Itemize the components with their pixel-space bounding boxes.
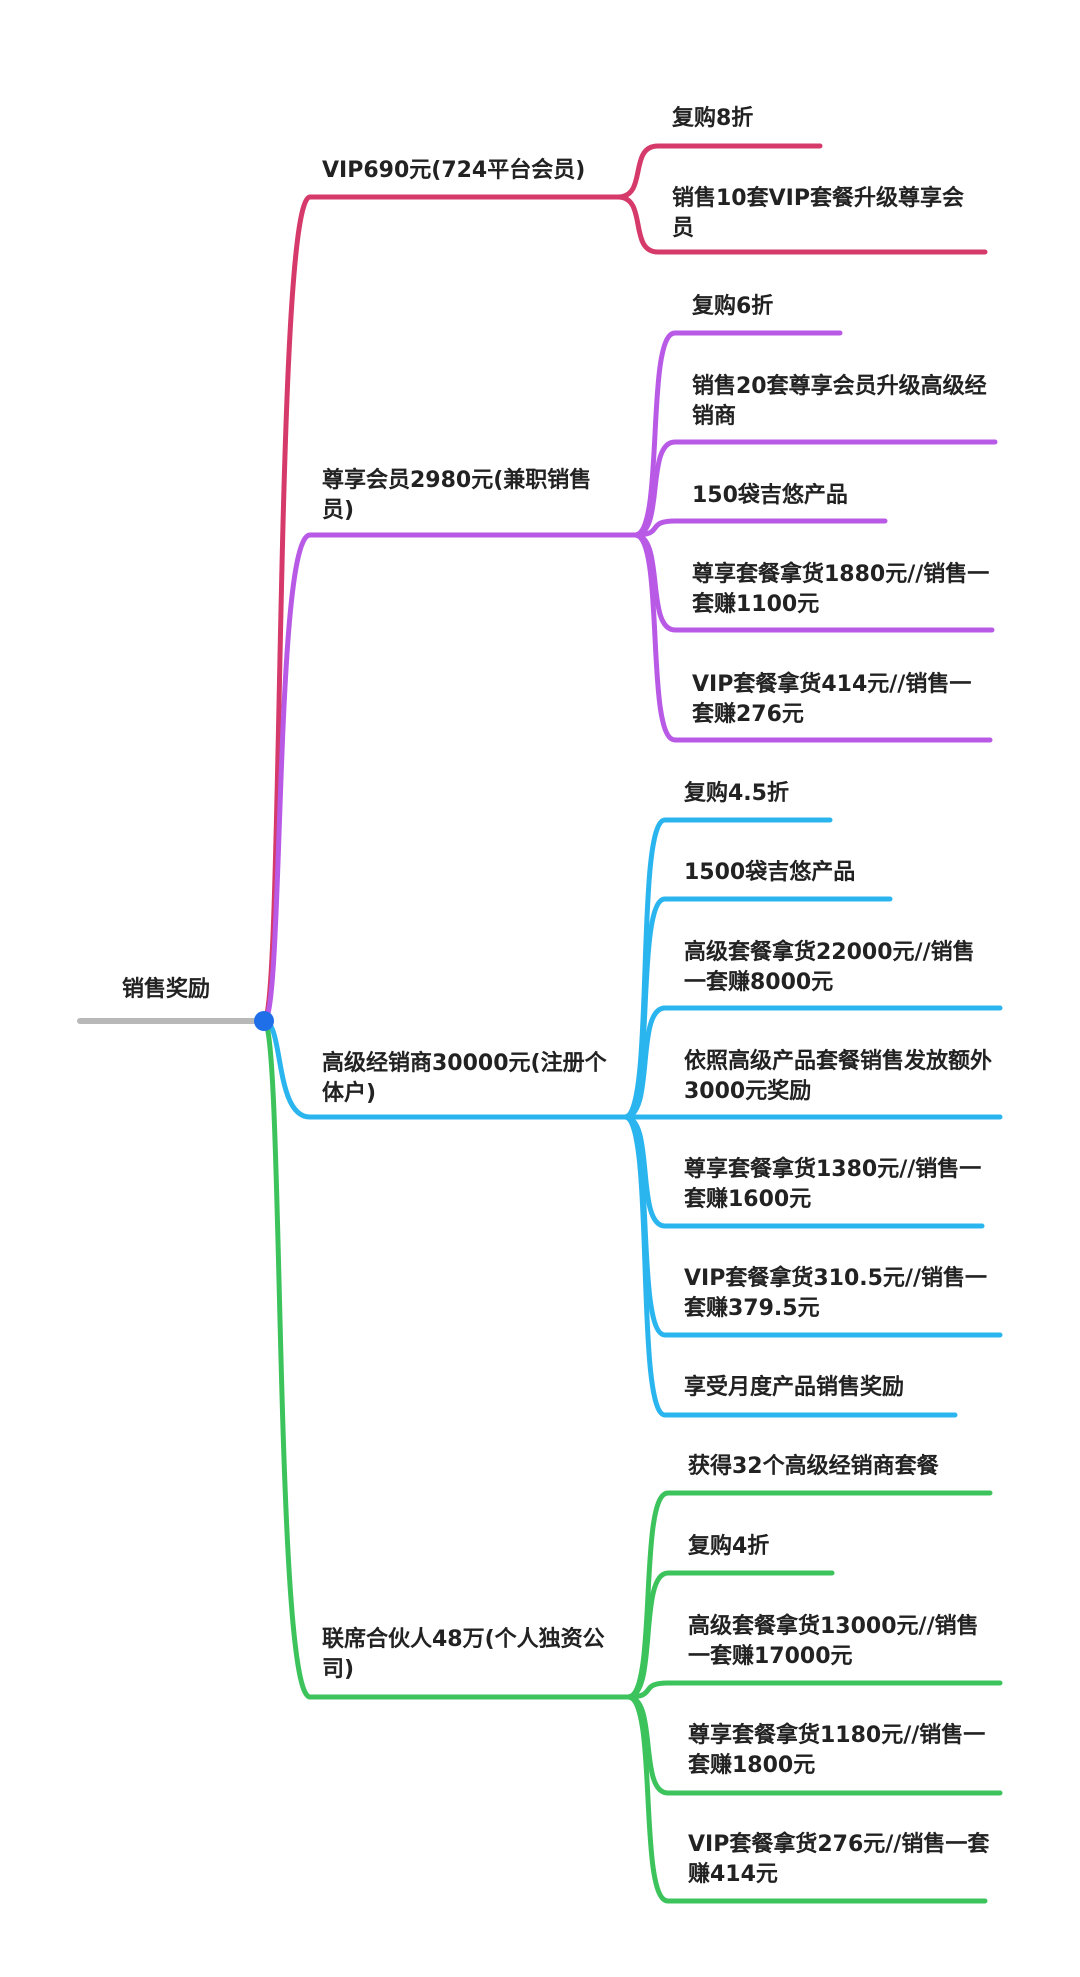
- leaf-zunxiang-2[interactable]: 150袋吉悠产品: [692, 483, 848, 508]
- leaf-lianxi-3[interactable]: 尊享套餐拿货1180元//销售一套赚1800元: [688, 1723, 986, 1778]
- leaf-connector-zunxiang-0: [632, 330, 843, 538]
- leaf-connector-lianxi-4: [625, 1694, 988, 1904]
- leaf-gaoji-5[interactable]: VIP套餐拿货310.5元//销售一套赚379.5元: [684, 1266, 987, 1321]
- leaf-connector-gaoji-2: [622, 1005, 1003, 1120]
- leaf-zunxiang-4[interactable]: VIP套餐拿货414元//销售一套赚276元: [692, 672, 972, 727]
- leaf-connector-gaoji-6: [622, 1114, 958, 1418]
- leaf-connector-zunxiang-2: [632, 518, 888, 538]
- branch-connector-vip: [261, 194, 313, 1024]
- branch-label-gaoji[interactable]: 高级经销商30000元(注册个体户): [322, 1051, 607, 1106]
- leaf-gaoji-6[interactable]: 享受月度产品销售奖励: [684, 1375, 905, 1400]
- leaf-connector-vip-1: [615, 194, 988, 255]
- leaf-gaoji-0[interactable]: 复购4.5折: [684, 781, 789, 806]
- leaf-zunxiang-1[interactable]: 销售20套尊享会员升级高级经销商: [692, 374, 987, 429]
- root-label[interactable]: 销售奖励: [122, 977, 211, 1002]
- branch-label-lianxi[interactable]: 联席合伙人48万(个人独资公司): [322, 1627, 605, 1682]
- leaf-lianxi-2[interactable]: 高级套餐拿货13000元//销售一套赚17000元: [688, 1614, 979, 1669]
- leaf-vip-0[interactable]: 复购8折: [672, 106, 754, 131]
- leaf-lianxi-4[interactable]: VIP套餐拿货276元//销售一套赚414元: [688, 1832, 990, 1887]
- leaf-connector-zunxiang-1: [632, 439, 998, 538]
- leaf-zunxiang-3[interactable]: 尊享套餐拿货1880元//销售一套赚1100元: [692, 562, 990, 617]
- leaf-connector-zunxiang-4: [632, 532, 993, 743]
- leaf-gaoji-2[interactable]: 高级套餐拿货22000元//销售一套赚8000元: [684, 940, 975, 995]
- leaf-connector-lianxi-2: [625, 1680, 1003, 1700]
- leaf-connector-lianxi-1: [625, 1570, 835, 1700]
- branch-connector-zunxiang: [261, 532, 313, 1024]
- branch-connector-lianxi: [261, 1018, 313, 1700]
- root-node-dot[interactable]: [254, 1011, 274, 1031]
- leaf-vip-1[interactable]: 销售10套VIP套餐升级尊享会员: [672, 186, 964, 241]
- leaf-gaoji-4[interactable]: 尊享套餐拿货1380元//销售一套赚1600元: [684, 1157, 982, 1212]
- leaf-lianxi-0[interactable]: 获得32个高级经销商套餐: [688, 1454, 939, 1479]
- branch-label-vip[interactable]: VIP690元(724平台会员): [322, 158, 586, 183]
- leaf-gaoji-1[interactable]: 1500袋吉悠产品: [684, 860, 856, 885]
- leaf-lianxi-1[interactable]: 复购4折: [688, 1534, 770, 1559]
- leaf-zunxiang-0[interactable]: 复购6折: [692, 294, 774, 319]
- leaf-gaoji-3[interactable]: 依照高级产品套餐销售发放额外3000元奖励: [684, 1049, 993, 1104]
- branch-label-zunxiang[interactable]: 尊享会员2980元(兼职销售员): [322, 468, 592, 523]
- leaf-connector-vip-0: [615, 143, 823, 200]
- leaf-connector-gaoji-1: [622, 896, 893, 1120]
